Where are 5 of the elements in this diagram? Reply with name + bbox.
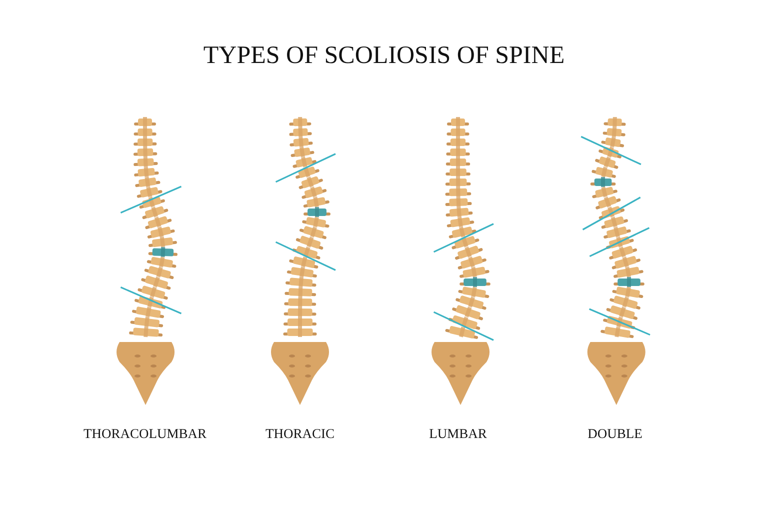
spine-label: THORACOLUMBAR xyxy=(84,426,206,442)
spine-label: THORACIC xyxy=(266,426,334,442)
spine-label: DOUBLE xyxy=(588,426,642,442)
spine-label: LUMBAR xyxy=(429,426,487,442)
diagram-title: TYPES OF SCOLIOSIS OF SPINE xyxy=(203,42,565,70)
